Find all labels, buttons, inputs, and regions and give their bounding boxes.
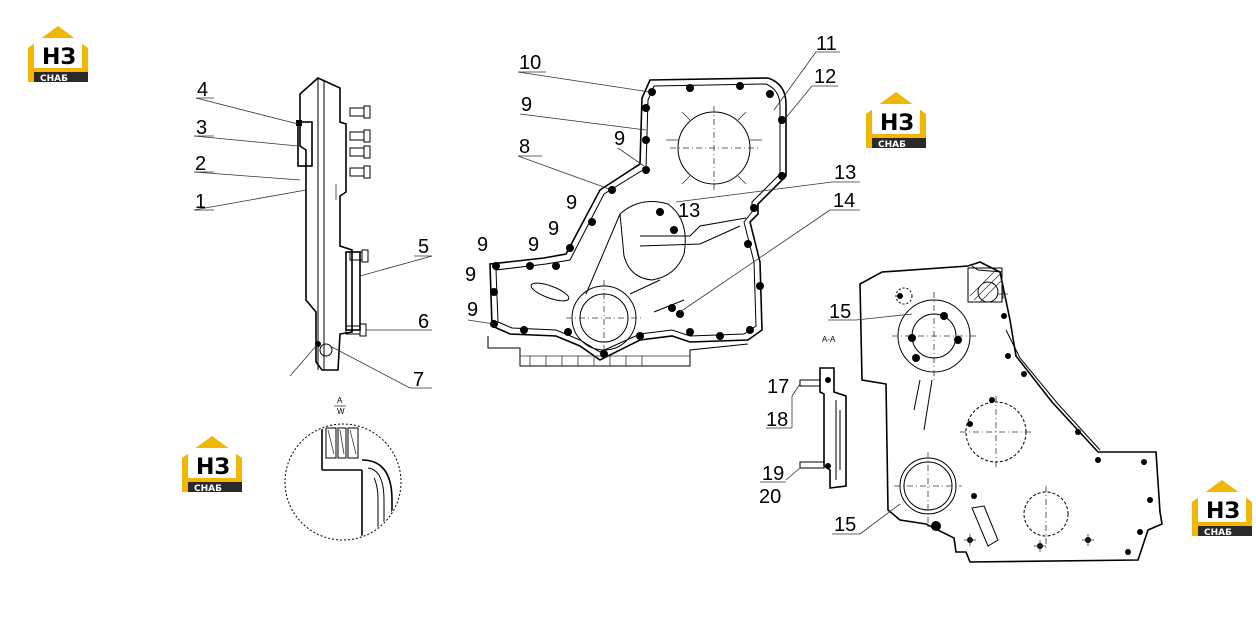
svg-text:НЗ: НЗ xyxy=(1206,499,1240,524)
callout-9-a: 9 xyxy=(521,94,532,116)
callout-15-b: 15 xyxy=(834,514,856,536)
callout-19: 19 xyxy=(762,463,784,485)
svg-text:НЗ: НЗ xyxy=(880,111,914,136)
callout-20: 20 xyxy=(759,486,781,508)
side-bolts xyxy=(345,105,371,337)
callout-3: 3 xyxy=(196,117,207,139)
callout-7: 7 xyxy=(413,369,424,391)
svg-text:СНАБ: СНАБ xyxy=(194,484,222,494)
callout-8: 8 xyxy=(519,136,530,158)
brand-logo-bottom-left: НЗ СНАБ xyxy=(182,436,242,494)
callout-14: 14 xyxy=(833,190,855,212)
section-aa-view: A-A 17 18 19 20 xyxy=(759,335,847,508)
svg-text:СНАБ: СНАБ xyxy=(1204,528,1232,538)
detail-mark-top: A xyxy=(337,396,343,405)
callout-15-a: 15 xyxy=(829,301,851,323)
callout-2: 2 xyxy=(195,153,206,175)
callout-9-b: 9 xyxy=(614,128,625,150)
brand-logo-top-left: НЗ СНАБ xyxy=(28,26,88,84)
callout-5: 5 xyxy=(418,236,429,258)
brand-logo-top-right: НЗ СНАБ xyxy=(866,92,926,150)
callout-10: 10 xyxy=(519,52,541,74)
front-view xyxy=(487,77,787,367)
callout-13-b: 13 xyxy=(678,200,700,222)
section-label: A-A xyxy=(822,335,836,344)
svg-text:НЗ: НЗ xyxy=(196,455,230,480)
svg-text:СНАБ: СНАБ xyxy=(878,140,906,150)
front-callouts: 10 11 12 9 9 8 9 9 9 9 9 9 13 13 14 xyxy=(465,33,860,325)
callout-9-f: 9 xyxy=(528,234,539,256)
callout-9-h: 9 xyxy=(467,299,478,321)
detail-mark-bottom: W xyxy=(337,407,345,416)
side-callouts: 4 3 2 1 5 6 7 xyxy=(193,79,433,391)
callout-18: 18 xyxy=(766,409,788,431)
svg-text:СНАБ: СНАБ xyxy=(40,74,68,84)
callout-6: 6 xyxy=(418,311,429,333)
callout-9-c: 9 xyxy=(566,192,577,214)
side-view xyxy=(289,77,371,377)
callout-12: 12 xyxy=(814,66,836,88)
callout-9-e: 9 xyxy=(477,234,488,256)
callout-1: 1 xyxy=(195,191,206,213)
callout-4: 4 xyxy=(197,79,208,101)
detail-view: A W xyxy=(284,396,402,541)
brand-logo-bottom-right: НЗ СНАБ xyxy=(1192,480,1252,538)
callout-11: 11 xyxy=(816,33,837,55)
front-bolts xyxy=(490,82,786,358)
rear-view: 15 15 xyxy=(828,261,1163,563)
svg-text:НЗ: НЗ xyxy=(42,45,76,70)
callout-17: 17 xyxy=(767,376,789,398)
callout-9-d: 9 xyxy=(548,218,559,240)
callout-9-g: 9 xyxy=(465,264,476,286)
callout-13-a: 13 xyxy=(834,162,856,184)
